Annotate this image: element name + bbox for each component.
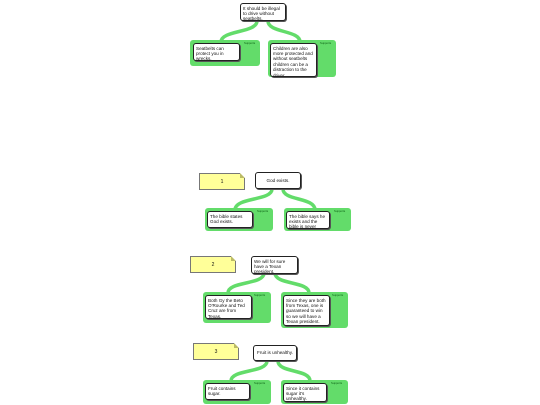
reason-tag: Supports	[254, 381, 266, 385]
reason-text: Children are also more protected and wit…	[273, 45, 313, 77]
note-fold-icon	[240, 173, 245, 178]
note-1[interactable]: 1	[199, 173, 245, 190]
reason-tag: Supports	[331, 381, 343, 385]
reason-tag: Supports	[244, 41, 256, 45]
reason-tag: Supports	[320, 41, 332, 45]
note-fold-icon	[234, 343, 239, 348]
reason-box-map1-right[interactable]: Children are also more protected and wit…	[270, 43, 317, 77]
reason-text: Since they are both from Texas, one is g…	[286, 297, 326, 325]
note-3[interactable]: 3	[193, 343, 239, 360]
reason-box-map4-right[interactable]: Since it contains sugar it's unhealthy.	[283, 383, 327, 402]
reason-box-map4-left[interactable]: Fruit contains sugar.	[205, 383, 250, 400]
claim-box-map3[interactable]: We will for sure have a Texan president.	[251, 256, 298, 274]
note-2[interactable]: 2	[190, 256, 236, 273]
reason-tag: Supports	[257, 209, 269, 213]
connector-map2-right	[281, 187, 317, 212]
reason-tag: Supports	[332, 293, 344, 297]
note-fold-icon	[231, 256, 236, 261]
connector-map2-left	[233, 187, 274, 212]
connector-map4-left	[229, 359, 269, 383]
reason-text: Both Gy the Beto O'Rourke and Ted Cruz a…	[208, 297, 245, 319]
reason-box-map2-left[interactable]: The bible states God exists.	[207, 211, 253, 228]
reason-tag: Supports	[334, 209, 346, 213]
claim-text: Fruit is unhealthy.	[257, 350, 293, 356]
note-label: 1	[220, 178, 224, 185]
reason-box-map2-right[interactable]: The bible says he exists and the bible i…	[286, 211, 330, 229]
connector-map4-right	[276, 359, 312, 383]
note-label: 2	[211, 261, 215, 268]
connector-map3-left	[226, 271, 266, 295]
reason-box-map3-right[interactable]: Since they are both from Texas, one is g…	[283, 295, 330, 326]
reason-text: Fruit contains sugar.	[208, 385, 236, 396]
reason-text: The bible says he exists and the bible i…	[289, 213, 326, 229]
reason-text: The bible states God exists.	[210, 213, 243, 224]
connector-map1-right	[266, 19, 302, 44]
claim-text: It should be illegal to drive without se…	[243, 5, 280, 21]
reason-text: Since it contains sugar it's unhealthy.	[286, 385, 320, 402]
reason-box-map3-left[interactable]: Both Gy the Beto O'Rourke and Ted Cruz a…	[205, 295, 252, 319]
claim-text: God exists.	[266, 177, 290, 183]
reason-text: Seatbelts can protect you in wrecks.	[196, 45, 224, 61]
connector-map1-left	[219, 19, 259, 44]
claim-box-map2[interactable]: God exists.	[255, 172, 301, 189]
note-label: 3	[214, 348, 218, 355]
connector-map3-right	[273, 271, 311, 295]
claim-text: We will for sure have a Texan president.	[254, 258, 286, 274]
claim-box-map4[interactable]: Fruit is unhealthy.	[253, 345, 297, 361]
claim-box-map1[interactable]: It should be illegal to drive without se…	[240, 3, 286, 21]
reason-box-map1-left[interactable]: Seatbelts can protect you in wrecks.	[193, 43, 240, 61]
reason-tag: Supports	[254, 293, 266, 297]
